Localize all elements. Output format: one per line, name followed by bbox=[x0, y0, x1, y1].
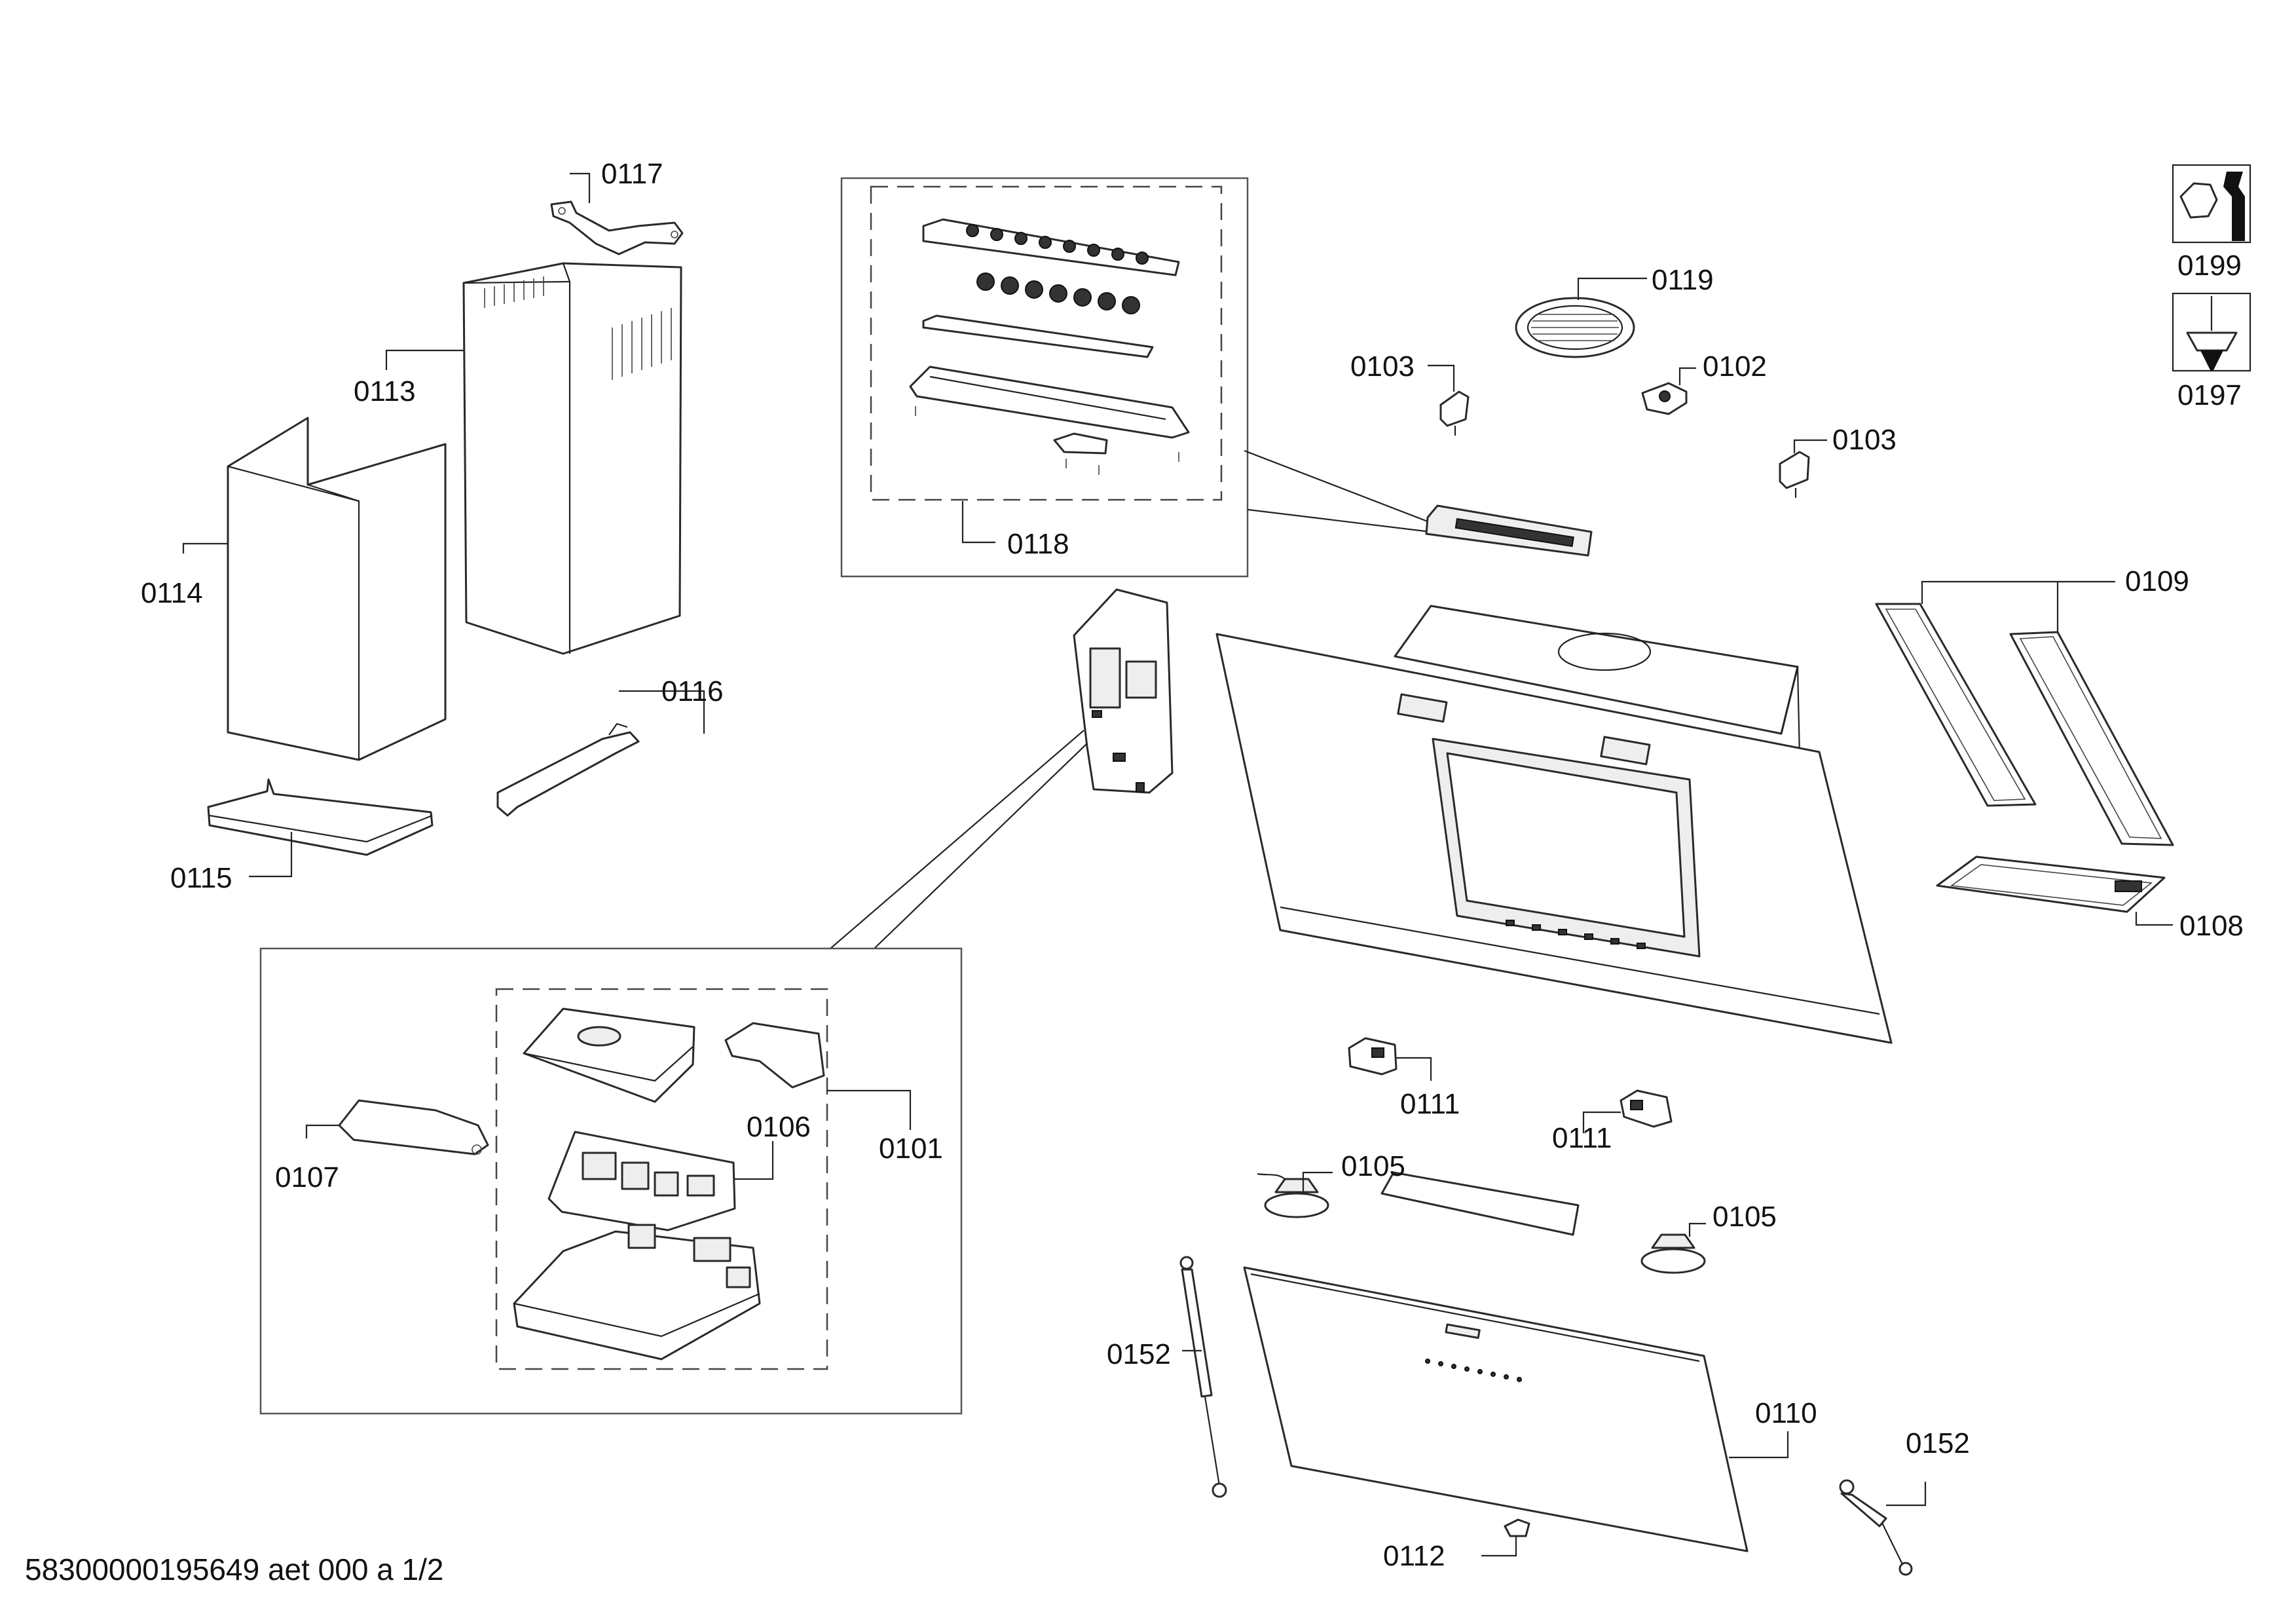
part-0101-base-housing bbox=[513, 1224, 761, 1361]
part-0112-clip bbox=[1504, 1518, 1530, 1537]
detail-dashed-box-0101 bbox=[495, 988, 828, 1370]
label-0101: 0101 bbox=[879, 1133, 943, 1165]
part-0111-hinge-2 bbox=[1620, 1089, 1673, 1128]
part-0113-upper-chimney-cover bbox=[462, 262, 682, 655]
detail-dashed-box-0118 bbox=[870, 185, 1223, 501]
part-0119-grille bbox=[1515, 297, 1635, 358]
part-0114-lower-chimney-cover bbox=[227, 417, 447, 761]
callout-lines-0118 bbox=[1244, 449, 1432, 533]
part-lamp-cover-plate bbox=[1380, 1171, 1580, 1236]
part-0105-light-2 bbox=[1640, 1233, 1706, 1274]
part-0101-power-module bbox=[1073, 588, 1174, 794]
label-0103-a: 0103 bbox=[1350, 350, 1415, 383]
leader-lines bbox=[182, 172, 2173, 1557]
label-0199: 0199 bbox=[2177, 250, 2242, 282]
label-0119: 0119 bbox=[1652, 264, 1714, 296]
label-0115: 0115 bbox=[170, 862, 232, 894]
label-0197: 0197 bbox=[2177, 379, 2242, 411]
part-0101-cover bbox=[523, 1007, 695, 1103]
part-labels: 0117 0113 0114 0116 0115 0118 0119 0103 … bbox=[141, 158, 2244, 1572]
part-0103-clip-1 bbox=[1439, 390, 1470, 436]
part-0110-glass-panel bbox=[1243, 1266, 1749, 1552]
part-control-strip bbox=[1425, 504, 1593, 557]
part-0101-small-cover bbox=[724, 1022, 825, 1089]
screwdriver-icon bbox=[2172, 292, 2251, 372]
label-0105-b: 0105 bbox=[1713, 1201, 1777, 1233]
label-0105-a: 0105 bbox=[1341, 1150, 1405, 1182]
part-0152-gas-strut-1 bbox=[1179, 1256, 1227, 1498]
part-0152-gas-strut-2 bbox=[1839, 1479, 1913, 1576]
label-0106: 0106 bbox=[747, 1111, 811, 1143]
part-0117-bracket bbox=[550, 200, 684, 255]
part-0106-circuit-board bbox=[547, 1131, 736, 1231]
drawing-number-footer: 58300000195649 aet 000 a 1/2 bbox=[25, 1552, 444, 1586]
part-0111-hinge-1 bbox=[1348, 1037, 1398, 1076]
label-0111-b: 0111 bbox=[1552, 1122, 1612, 1154]
part-0105-light-1 bbox=[1257, 1173, 1329, 1218]
label-0112: 0112 bbox=[1383, 1540, 1445, 1572]
label-0152-b: 0152 bbox=[1906, 1427, 1970, 1459]
label-0103-b: 0103 bbox=[1832, 424, 1897, 456]
label-0102: 0102 bbox=[1703, 350, 1767, 383]
label-0107: 0107 bbox=[275, 1161, 339, 1193]
label-0114: 0114 bbox=[141, 577, 203, 609]
label-0152-a: 0152 bbox=[1107, 1338, 1171, 1370]
nut-wrench-icon bbox=[2172, 164, 2251, 244]
part-0102-switch bbox=[1641, 382, 1688, 415]
label-0111-a: 0111 bbox=[1400, 1088, 1460, 1120]
part-0103-clip-2 bbox=[1779, 451, 1810, 498]
label-0116: 0116 bbox=[661, 675, 724, 707]
label-0118: 0118 bbox=[1007, 528, 1069, 560]
callout-lines-0101 bbox=[830, 730, 1088, 949]
label-0108: 0108 bbox=[2179, 910, 2244, 942]
part-0107-bracket bbox=[338, 1099, 489, 1155]
detail-box-0101 bbox=[259, 947, 963, 1415]
label-0109: 0109 bbox=[2125, 565, 2189, 597]
part-0115-bracket bbox=[207, 778, 434, 856]
hood-body bbox=[1215, 605, 1893, 1044]
label-0113: 0113 bbox=[354, 375, 416, 407]
label-0110: 0110 bbox=[1755, 1397, 1817, 1429]
label-0117: 0117 bbox=[601, 158, 663, 190]
part-0108-filter-tray bbox=[1936, 855, 2166, 913]
detail-box-0118 bbox=[840, 177, 1249, 578]
part-0118-control-parts bbox=[909, 218, 1190, 475]
part-0116-bracket bbox=[496, 723, 640, 817]
